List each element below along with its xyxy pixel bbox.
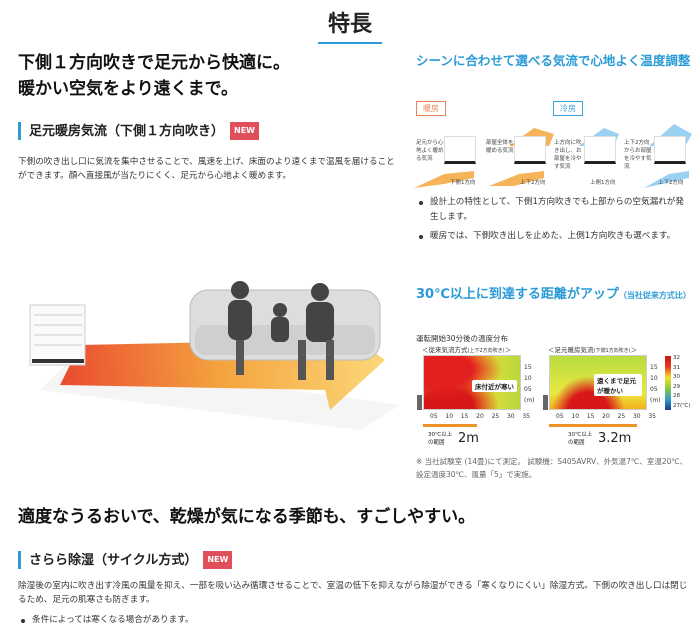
bullet-item: 設計上の特性として、下側1方向吹きでも上部からの空気漏れが発生します。 <box>416 195 691 225</box>
scale-ticks: 32 31 30 29 28 27(℃) <box>673 354 690 411</box>
y-tick: (m) <box>524 397 535 404</box>
y-tick: 05 <box>524 386 532 393</box>
section2-subheading: さらら除湿（サイクル方式） NEW <box>18 551 233 569</box>
wall-unit-marker <box>543 395 548 410</box>
x-tick: 15 <box>586 413 595 420</box>
x-tick: 20 <box>602 413 610 420</box>
bullet-item: 条件によっては寒くなる場合があります。 <box>18 613 194 628</box>
left-chart-title: ＜従来気流方式(上下2方向吹き)＞ <box>422 346 512 354</box>
section1-subheading: 足元暖房気流（下側１方向吹き） NEW <box>18 122 259 140</box>
x-axis-left: 05 10 15 20 25 30 35 <box>430 413 530 420</box>
diagram-label: 上側1方向 <box>590 180 616 186</box>
heatmap-footwarming: 遠くまで足元が暖かい <box>549 355 647 410</box>
scale-tick: 31 <box>673 364 680 371</box>
scale-tick: 27(℃) <box>673 402 691 409</box>
range-bar-left <box>423 424 477 427</box>
section2-heading: 適度なうるおいで、乾燥が気になる季節も、すごしやすい。 <box>18 507 476 527</box>
x-axis-right: 05 10 15 20 25 30 35 <box>556 413 656 420</box>
right-title: ＜足元暖房気流 <box>548 346 594 354</box>
diagram-label: 下側1方向 <box>450 180 476 186</box>
scene-heading: シーンに合わせて選べる気流で心地よく温度調整 <box>416 53 691 68</box>
airflow-diagrams: 足元から心地よく暖める気流 下側1方向 部屋全体を暖める気流 上下2方向 上方向… <box>414 116 694 191</box>
section1-body: 下側の吹き出し口に気流を集中させることで、風速を上げ、床面のより遠くまで温風を届… <box>18 157 395 181</box>
heatmap-conventional: 床付近が寒い <box>423 355 521 410</box>
right-chart-title: ＜足元暖房気流(下側1方向吹き)＞ <box>548 346 638 354</box>
bullet-item: 暖房では、下側吹き出しを止めた、上側1方向吹きも選べます。 <box>416 229 691 244</box>
x-tick: 20 <box>476 413 484 420</box>
diagram-desc: 上方向に吹き出し、お部屋を冷やす気流 <box>554 140 582 170</box>
range-label: 30℃以上の範囲 <box>568 432 593 446</box>
air-conditioner <box>29 304 86 366</box>
callout-cold-floor: 床付近が寒い <box>472 380 517 392</box>
x-tick: 35 <box>648 413 656 420</box>
y-tick: 15 <box>524 364 532 371</box>
diagram-label: 上下2方向 <box>520 180 546 186</box>
x-tick: 10 <box>571 413 580 420</box>
range-value: 2m <box>458 431 479 446</box>
distance-heading: 30℃以上に到達する距離がアップ（当社従来方式比） <box>416 283 696 307</box>
ac-unit-icon <box>444 136 476 164</box>
diagram-desc: 上下2方向からお部屋を冷やす気流 <box>624 140 652 170</box>
family-figures <box>228 281 334 380</box>
footwarming-illustration <box>29 281 400 430</box>
x-tick: 30 <box>506 413 515 420</box>
y-tick: (m) <box>650 397 661 404</box>
diagram-desc: 足元から心地よく暖める気流 <box>416 140 444 162</box>
left-title-note: (上下2方向吹き) <box>467 348 505 354</box>
chart-title: 運転開始30分後の温度分布 <box>416 334 509 343</box>
page-title: 特長 <box>327 12 372 37</box>
x-tick: 05 <box>430 413 438 420</box>
ac-unit-icon <box>654 136 686 164</box>
subheading-text: さらら除湿（サイクル方式） <box>29 553 198 568</box>
test-note: ※ 当社試験室 (14畳)にて測定。 試験機：S405AVRV、外気温7℃、室温… <box>416 457 688 479</box>
x-tick: 25 <box>617 413 626 420</box>
section2-bullets: 条件によっては寒くなる場合があります。 <box>18 613 194 632</box>
distance-heading-text: 30℃以上に到達する距離がアップ <box>416 287 619 302</box>
y-tick: 15 <box>650 364 658 371</box>
heading-line-2: 暖かい空気をより遠くまで。 <box>18 79 238 99</box>
x-tick: 05 <box>556 413 564 420</box>
diagram-desc: 部屋全体を暖める気流 <box>486 140 514 154</box>
x-tick: 35 <box>522 413 530 420</box>
callout-warm-feet: 遠くまで足元が暖かい <box>594 374 642 396</box>
new-badge: NEW <box>230 122 259 140</box>
y-axis-left: 15 10 05 (m) <box>524 362 535 406</box>
scale-tick: 30 <box>673 374 680 380</box>
y-tick: 10 <box>524 375 532 382</box>
right-title-note: (下側1方向吹き) <box>593 348 631 354</box>
x-tick: 15 <box>460 413 469 420</box>
subheading-text: 足元暖房気流（下側１方向吹き） <box>29 124 225 139</box>
cooling-tag: 冷房 <box>553 101 583 116</box>
scene-bullets: 設計上の特性として、下側1方向吹きでも上部からの空気漏れが発生します。 暖房では… <box>416 195 691 248</box>
range-bar-right <box>549 424 637 427</box>
new-badge: NEW <box>203 551 233 569</box>
heating-tag: 暖房 <box>416 101 446 116</box>
section2-body: 除湿後の室内に吹き出す冷風の風量を抑え、一部を吸い込み循環させることで、室温の低… <box>18 581 688 605</box>
ac-unit-icon <box>514 136 546 164</box>
scale-tick: 29 <box>673 383 680 390</box>
x-tick: 30 <box>632 413 641 420</box>
diagram-label: 上下2方向 <box>658 180 684 186</box>
temperature-scale <box>665 356 671 410</box>
range-value: 3.2m <box>598 431 632 446</box>
y-tick: 05 <box>650 386 658 393</box>
title-underline <box>318 42 382 44</box>
y-axis-right: 15 10 05 (m) <box>650 362 661 406</box>
range-right: 30℃以上の範囲 3.2m <box>568 430 631 446</box>
range-label: 30℃以上の範囲 <box>428 432 453 446</box>
y-tick: 10 <box>650 375 658 382</box>
scale-tick: 28 <box>673 393 680 399</box>
distance-heading-note: （当社従来方式比） <box>618 291 691 300</box>
scale-tick: 32 <box>673 355 680 361</box>
wall-unit-marker <box>417 395 422 410</box>
x-tick: 25 <box>491 413 500 420</box>
section1-heading: 下側１方向吹きで足元から快適に。 暖かい空気をより遠くまで。 <box>18 50 290 102</box>
heading-line-1: 下側１方向吹きで足元から快適に。 <box>18 53 290 73</box>
range-left: 30℃以上の範囲 2m <box>428 430 479 446</box>
ac-unit-icon <box>584 136 616 164</box>
left-title: ＜従来気流方式 <box>422 346 468 354</box>
x-tick: 10 <box>445 413 454 420</box>
